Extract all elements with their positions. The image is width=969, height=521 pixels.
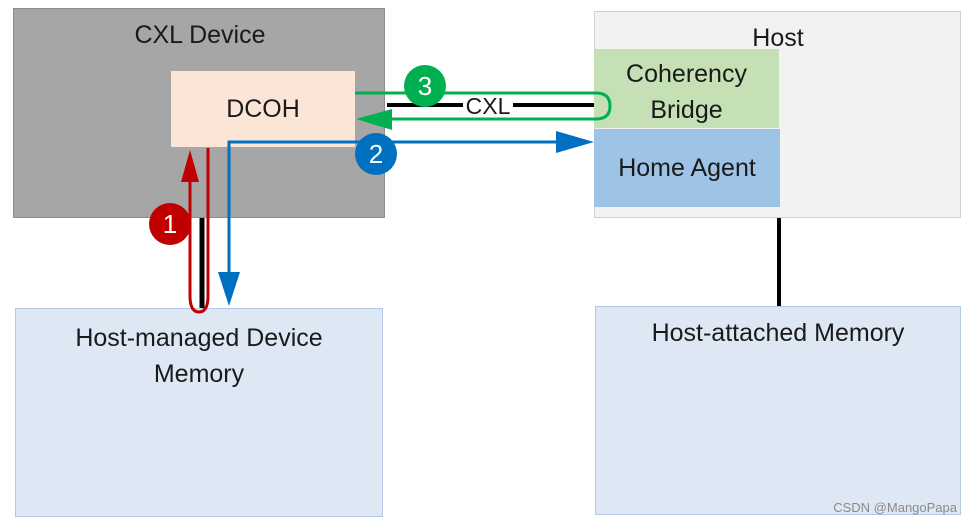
step1-badge-label: 1 (163, 209, 177, 239)
step1-arrowhead (181, 150, 199, 182)
cxl-link-label: CXL (466, 93, 511, 119)
step3-arrowhead (356, 109, 392, 130)
step2-badge (355, 133, 397, 175)
step1-badge (149, 203, 191, 245)
step1-arrow (188, 148, 210, 314)
home-agent-label: Home Agent (618, 154, 756, 182)
step2-badge-label: 2 (369, 139, 383, 169)
host-label: Host (752, 24, 804, 52)
host-attached-memory-box (595, 306, 961, 515)
dcoh-label: DCOH (226, 95, 300, 123)
host-attached-memory-label: Host-attached Memory (651, 319, 905, 347)
coherency-bridge-label: Coherency Bridge (626, 60, 747, 124)
step3-badge-label: 3 (418, 71, 432, 101)
step2-arrowhead-right (556, 131, 594, 153)
step2-arrowhead-down (218, 272, 240, 306)
step3-arrow (355, 91, 612, 121)
step2-arrow (227, 140, 558, 286)
step3-badge (404, 65, 446, 107)
cxl-device-label: CXL Device (134, 21, 266, 49)
dcoh-box (171, 71, 355, 147)
home-agent-box (594, 129, 780, 207)
host-managed-memory-box (15, 308, 383, 517)
coherency-bridge-box (594, 49, 779, 128)
host-managed-memory-label: Host-managed Device Memory (75, 324, 323, 388)
watermark: CSDN @MangoPapa (833, 500, 957, 515)
